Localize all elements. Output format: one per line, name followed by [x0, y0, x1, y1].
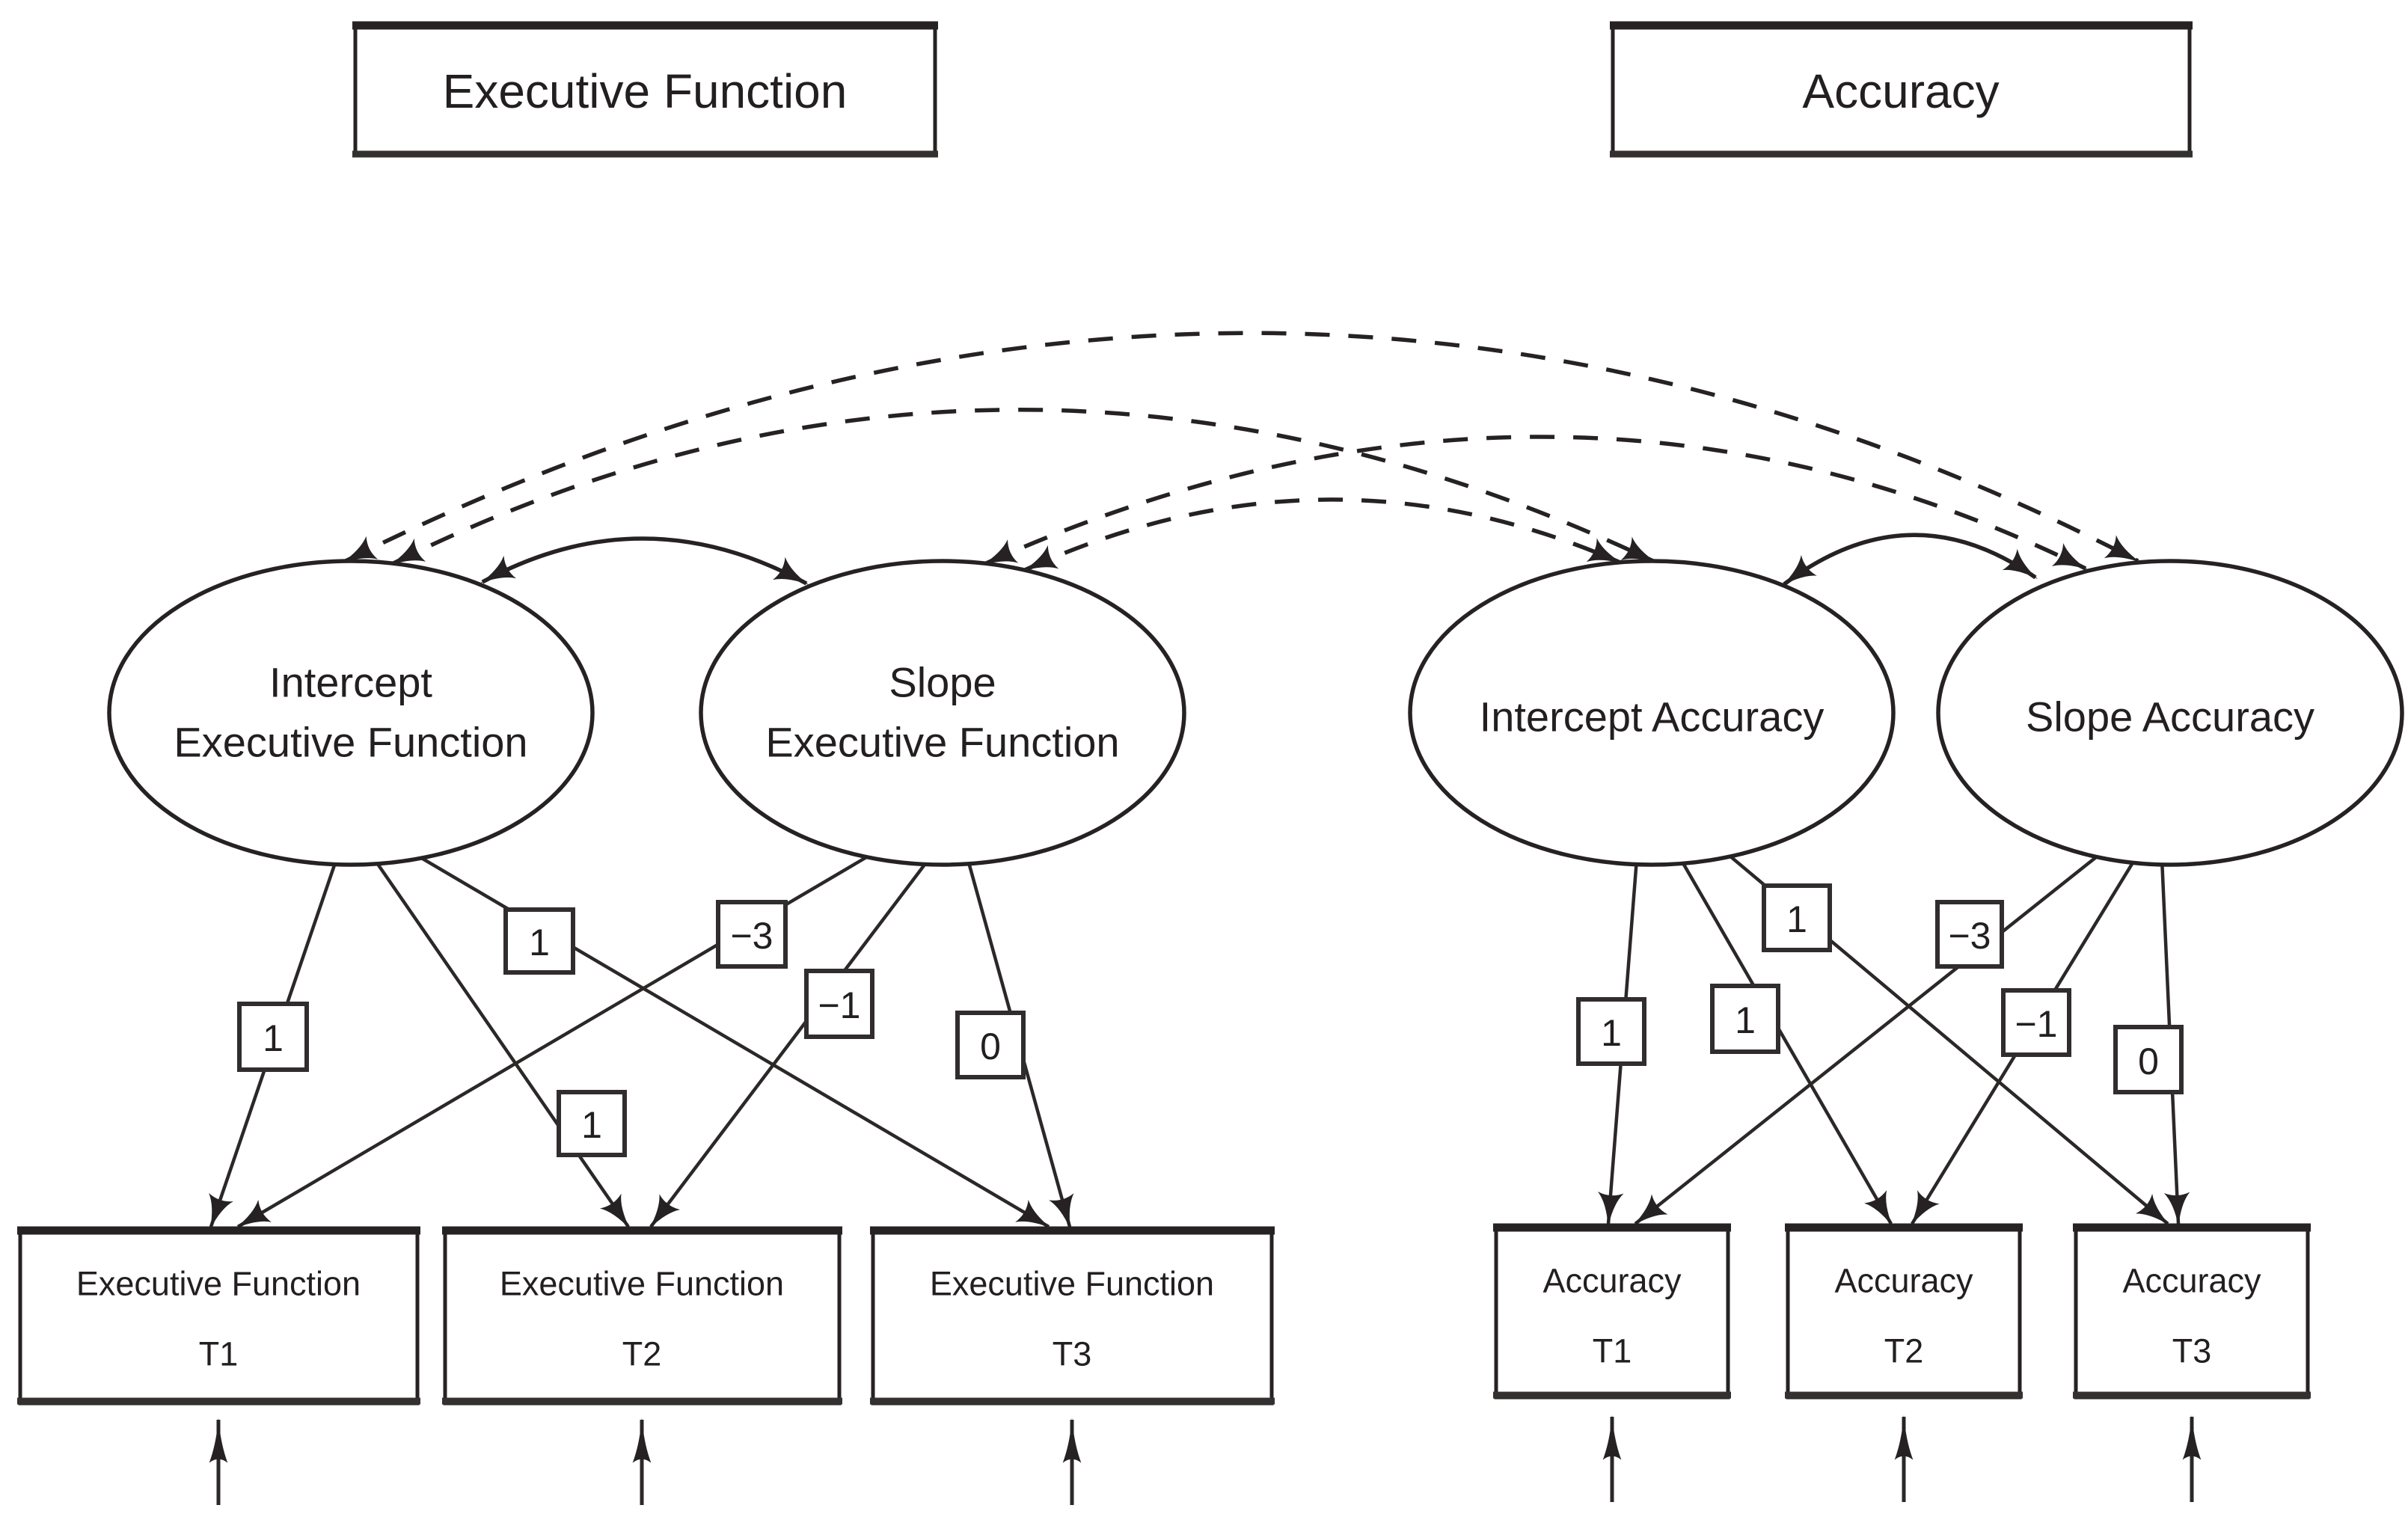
- loading-label-slope-ef-t3: 0: [955, 1011, 1026, 1079]
- loading-value: −1: [818, 984, 860, 1026]
- observed-box-ef-t2: [442, 1226, 842, 1406]
- covariance-arc-intercept-ef-slope-acc: [341, 331, 2141, 564]
- loading-label-intercept-acc-t3: 1: [1762, 883, 1832, 952]
- loading-value: 1: [529, 922, 550, 963]
- latent-ellipse-intercept-acc: [1408, 559, 1896, 867]
- title-accuracy-label: Accuracy: [1802, 64, 1999, 118]
- covariance-arc-intercept-acc-slope-acc: [1781, 533, 2038, 586]
- latent-ellipse-intercept-ef: [107, 559, 595, 867]
- residual-arrows: [209, 1415, 2202, 1505]
- loading-paths: [209, 842, 2190, 1230]
- observed-label-ef-t1-line2: T1: [199, 1335, 239, 1373]
- observed-box-acc-t2: [1785, 1223, 2023, 1400]
- loading-value: 0: [980, 1026, 1001, 1067]
- observed-label-ef-t3-line2: T3: [1053, 1335, 1092, 1373]
- loading-path-slope-ef-t2: [649, 857, 931, 1230]
- loading-value: −3: [1948, 915, 1991, 957]
- loading-path-intercept-acc-t2: [1676, 853, 1893, 1227]
- observed-label-acc-t3-line1: Accuracy: [2122, 1262, 2261, 1300]
- latent-variables: [107, 559, 2404, 867]
- loading-label-intercept-acc-t1: 1: [1576, 997, 1646, 1066]
- loading-label-slope-acc-t3: 0: [2113, 1025, 2184, 1094]
- observed-label-acc-t1-line2: T1: [1593, 1332, 1632, 1370]
- loading-labels: 1 1 1 −3 −1 0 1 1: [237, 883, 2184, 1157]
- loading-path-slope-acc-t1: [1633, 850, 2105, 1226]
- covariance-arcs: [341, 331, 2141, 586]
- loading-label-slope-acc-t2: −1: [2001, 988, 2071, 1057]
- loading-label-intercept-ef-t3: 1: [503, 907, 575, 975]
- loading-label-intercept-ef-t2: 1: [557, 1090, 627, 1157]
- loading-label-slope-ef-t2: −1: [804, 969, 874, 1039]
- title-executive-function-label: Executive Function: [443, 64, 848, 118]
- observed-label-acc-t2-line2: T2: [1884, 1332, 1924, 1370]
- observed-label-ef-t2-line1: Executive Function: [500, 1265, 784, 1303]
- loading-value: −3: [730, 915, 773, 957]
- latent-label-slope-ef-line1: Slope: [889, 659, 996, 706]
- loading-value: 1: [581, 1104, 602, 1146]
- loading-value: −1: [2015, 1003, 2057, 1045]
- observed-label-ef-t3-line1: Executive Function: [930, 1265, 1214, 1303]
- observed-label-acc-t2-line1: Accuracy: [1834, 1262, 1973, 1300]
- loading-value: 1: [1735, 999, 1756, 1041]
- loading-value: 1: [1786, 898, 1807, 940]
- observed-box-acc-t3: [2073, 1223, 2311, 1400]
- observed-label-ef-t2-line2: T2: [622, 1335, 662, 1373]
- loading-label-slope-acc-t1: −3: [1935, 900, 2004, 969]
- latent-ellipse-slope-ef: [699, 559, 1186, 867]
- observed-label-ef-t1-line1: Executive Function: [76, 1265, 361, 1303]
- latent-label-slope-ef-line2: Executive Function: [765, 719, 1119, 766]
- loading-value: 1: [1601, 1012, 1622, 1054]
- loading-label-intercept-acc-t2: 1: [1710, 984, 1780, 1054]
- latent-ellipse-slope-acc: [1936, 559, 2404, 867]
- title-box-executive-function: [352, 21, 938, 158]
- covariance-arc-intercept-ef-intercept-acc: [389, 408, 1658, 566]
- loading-path-intercept-ef-t2: [373, 857, 631, 1230]
- observed-box-ef-t1: [17, 1226, 420, 1406]
- title-box-accuracy: [1610, 21, 2193, 158]
- covariance-arc-slope-ef-intercept-acc: [1022, 497, 1623, 572]
- loading-label-intercept-ef-t1: 1: [237, 1002, 309, 1072]
- observed-box-acc-t1: [1493, 1223, 1731, 1400]
- latent-label-intercept-acc: Intercept Accuracy: [1480, 693, 1825, 741]
- covariance-arc-slope-ef-slope-acc: [981, 435, 2089, 571]
- observed-box-ef-t3: [870, 1226, 1275, 1406]
- loading-label-slope-ef-t1: −3: [716, 900, 788, 969]
- observed-label-acc-t3-line2: T3: [2172, 1332, 2212, 1370]
- loading-value: 0: [2138, 1041, 2159, 1082]
- loading-value: 1: [263, 1017, 284, 1059]
- latent-label-intercept-ef-line2: Executive Function: [174, 719, 527, 766]
- latent-label-intercept-ef-line1: Intercept: [269, 659, 432, 706]
- observed-label-acc-t1-line1: Accuracy: [1542, 1262, 1682, 1300]
- latent-label-slope-acc: Slope Accuracy: [2026, 693, 2314, 741]
- covariance-arc-intercept-ef-slope-ef: [480, 536, 809, 586]
- diagram-texts: Executive Function Accuracy Intercept Ex…: [76, 64, 2314, 1373]
